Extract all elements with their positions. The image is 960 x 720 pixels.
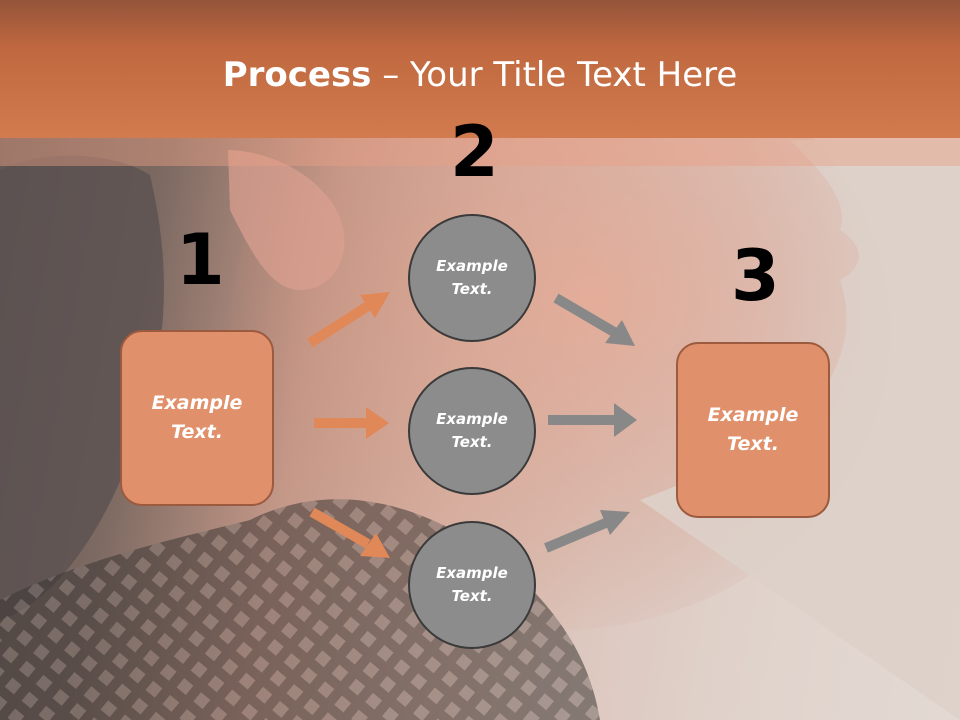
title-rest: – Your Title Text Here bbox=[371, 55, 738, 95]
box-left-text: Example Text. bbox=[151, 392, 243, 443]
arrow-left-to-bottom bbox=[309, 507, 390, 558]
circle-top-text: Example Text. bbox=[436, 257, 508, 298]
box-left: Example Text. bbox=[120, 330, 274, 506]
circle-middle: Example Text. bbox=[408, 367, 536, 495]
arrow-middle-to-right bbox=[548, 403, 637, 437]
title-strong: Process bbox=[222, 55, 372, 95]
step-number-2: 2 bbox=[450, 111, 499, 193]
step-number-3: 3 bbox=[731, 235, 780, 317]
circle-bottom-text: Example Text. bbox=[436, 564, 508, 605]
circle-middle-text: Example Text. bbox=[436, 410, 508, 451]
arrow-top-to-right bbox=[553, 293, 635, 346]
circle-top: Example Text. bbox=[408, 214, 536, 342]
circle-bottom: Example Text. bbox=[408, 521, 536, 649]
arrow-bottom-to-right bbox=[544, 510, 630, 553]
slide-title: Process – Your Title Text Here bbox=[0, 52, 960, 98]
step-number-1: 1 bbox=[176, 219, 225, 301]
box-right: Example Text. bbox=[676, 342, 830, 518]
arrow-left-to-top bbox=[307, 292, 390, 348]
box-right-text: Example Text. bbox=[707, 404, 799, 455]
arrow-left-to-middle bbox=[314, 407, 389, 439]
header-bar bbox=[0, 0, 960, 138]
header-band bbox=[0, 138, 960, 166]
